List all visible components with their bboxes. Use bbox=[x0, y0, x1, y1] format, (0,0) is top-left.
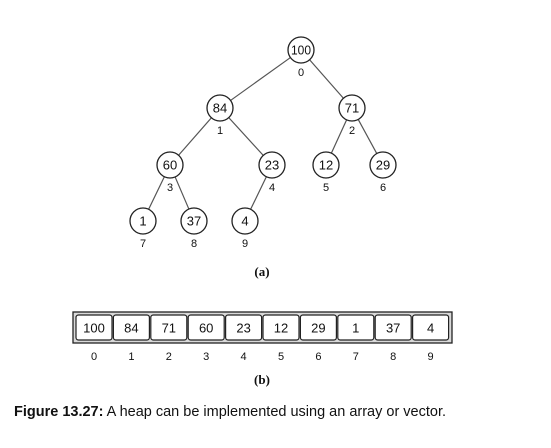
node-value: 12 bbox=[319, 158, 333, 173]
tree-edge bbox=[309, 59, 344, 99]
array-cell-index: 2 bbox=[166, 351, 172, 363]
node-circle bbox=[206, 94, 234, 122]
tree-edge bbox=[357, 119, 378, 154]
caption-label: Figure 13.27: bbox=[14, 404, 104, 420]
array-cell-index: 6 bbox=[315, 351, 321, 363]
node-circle bbox=[156, 151, 184, 179]
node-index: 9 bbox=[242, 238, 248, 250]
array-cell-index: 5 bbox=[278, 351, 284, 363]
node-circle bbox=[180, 207, 208, 235]
node-index: 3 bbox=[167, 182, 173, 194]
array-cell: 49 bbox=[412, 314, 450, 363]
array-cell-value: 60 bbox=[199, 321, 213, 336]
array-cell-value: 23 bbox=[236, 321, 250, 336]
array-cell: 37 8 bbox=[374, 314, 412, 363]
tree-edge bbox=[178, 117, 212, 156]
array-cell-value: 29 bbox=[311, 321, 325, 336]
tree-node: 71 2 bbox=[338, 94, 366, 137]
array-cell-value: 100 bbox=[83, 321, 105, 336]
array-cell: 17 bbox=[337, 314, 375, 363]
node-circle bbox=[231, 207, 259, 235]
tree-edge bbox=[330, 119, 348, 154]
array-cell-box bbox=[187, 314, 225, 341]
array-cell-value: 84 bbox=[124, 321, 138, 336]
array-cell-box bbox=[299, 314, 337, 341]
node-value: 29 bbox=[376, 158, 390, 173]
node-circle bbox=[369, 151, 397, 179]
tree-node: 17 bbox=[129, 207, 157, 250]
array-cell-box bbox=[75, 314, 113, 341]
tree-edge bbox=[250, 176, 267, 210]
array-cell-value: 4 bbox=[427, 321, 434, 336]
array-cell-value: 71 bbox=[162, 321, 176, 336]
array-cell-box bbox=[412, 314, 450, 341]
array-cell-index: 8 bbox=[390, 351, 396, 363]
array-cell-box bbox=[374, 314, 412, 341]
node-value: 4 bbox=[241, 214, 248, 229]
tree-node: 23 4 bbox=[258, 151, 286, 194]
tree-edges bbox=[148, 57, 378, 210]
node-circle bbox=[338, 94, 366, 122]
array-cell-box bbox=[262, 314, 300, 341]
node-value: 71 bbox=[345, 101, 359, 116]
node-index: 5 bbox=[323, 182, 329, 194]
array-cell-index: 9 bbox=[428, 351, 434, 363]
node-value: 60 bbox=[163, 158, 177, 173]
node-circle bbox=[129, 207, 157, 235]
array-cell: 100 0 bbox=[75, 314, 113, 363]
tree-edge bbox=[174, 176, 190, 210]
figure-caption: Figure 13.27: A heap can be implemented … bbox=[14, 404, 544, 420]
array-cell-box bbox=[150, 314, 188, 341]
node-value: 84 bbox=[213, 101, 227, 116]
array-cell: 60 3 bbox=[187, 314, 225, 363]
array-cell-value: 12 bbox=[274, 321, 288, 336]
node-value: 100 bbox=[291, 43, 311, 58]
node-index: 0 bbox=[298, 67, 304, 79]
tree-node: 49 bbox=[231, 207, 259, 250]
tree-node: 12 5 bbox=[312, 151, 340, 194]
subfigure-label-a: (a) bbox=[254, 264, 269, 279]
array-cell-index: 3 bbox=[203, 351, 209, 363]
node-value: 23 bbox=[265, 158, 279, 173]
node-index: 2 bbox=[349, 125, 355, 137]
node-index: 1 bbox=[217, 125, 223, 137]
array-cell-index: 7 bbox=[353, 351, 359, 363]
node-circle bbox=[258, 151, 286, 179]
array-cell-box bbox=[337, 314, 375, 341]
tree-edge bbox=[230, 57, 291, 101]
tree-edge bbox=[148, 176, 165, 210]
array-cell-box bbox=[225, 314, 263, 341]
node-value: 37 bbox=[187, 214, 201, 229]
array-cell: 23 4 bbox=[225, 314, 263, 363]
tree-node: 29 6 bbox=[369, 151, 397, 194]
array-cell-index: 0 bbox=[91, 351, 97, 363]
node-index: 4 bbox=[269, 182, 275, 194]
tree-edge bbox=[228, 117, 264, 156]
array-cell-value: 37 bbox=[386, 321, 400, 336]
tree-node: 60 3 bbox=[156, 151, 184, 194]
subfigure-label-b: (b) bbox=[254, 372, 270, 387]
array-cell-index: 4 bbox=[241, 351, 247, 363]
array-cell-value: 1 bbox=[352, 321, 359, 336]
node-value: 1 bbox=[139, 214, 146, 229]
node-index: 8 bbox=[191, 238, 197, 250]
tree-node: 37 8 bbox=[180, 207, 208, 250]
array-cell: 29 6 bbox=[299, 314, 337, 363]
node-index: 6 bbox=[380, 182, 386, 194]
tree-node: 100 0 bbox=[287, 36, 315, 79]
array-cell-box bbox=[112, 314, 151, 341]
tree-node: 84 1 bbox=[206, 94, 234, 137]
array-cell: 84 1 bbox=[112, 314, 151, 363]
array-cell: 71 2 bbox=[150, 314, 188, 363]
node-index: 7 bbox=[140, 238, 146, 250]
node-circle bbox=[312, 151, 340, 179]
caption-text: A heap can be implemented using an array… bbox=[103, 404, 447, 420]
array-cell: 12 5 bbox=[262, 314, 300, 363]
array-cell-index: 1 bbox=[128, 351, 134, 363]
node-circle bbox=[287, 36, 315, 64]
